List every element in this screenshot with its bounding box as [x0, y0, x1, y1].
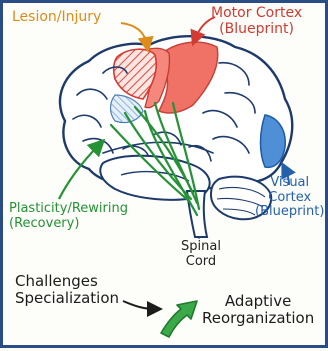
motor-cortex-subtitle: (Blueprint)	[211, 22, 302, 38]
challenges-line1: Challenges	[15, 273, 119, 290]
motor-cortex-label: Motor Cortex (Blueprint)	[211, 6, 302, 37]
challenges-label: Challenges Specialization	[15, 273, 119, 307]
challenges-arrow	[123, 301, 155, 309]
visual-cortex-line2: Cortex	[255, 191, 324, 206]
plasticity-subtitle: (Recovery)	[9, 217, 128, 232]
adaptive-label: Adaptive Reorganization	[202, 293, 314, 327]
lesion-text: Lesion/Injury	[12, 10, 101, 26]
spinal-cord-line1: Spinal	[181, 240, 221, 255]
lesion-label: Lesion/Injury	[12, 10, 101, 26]
lesion-arrow	[121, 23, 147, 45]
visual-cortex-label: Visual Cortex (Blueprint)	[255, 176, 324, 220]
spinal-cord-label: Spinal Cord	[181, 240, 221, 269]
spinal-cord-line2: Cord	[181, 255, 221, 270]
plasticity-title: Plasticity/Rewiring	[9, 202, 128, 217]
plasticity-label: Plasticity/Rewiring (Recovery)	[9, 202, 128, 231]
challenges-line2: Specialization	[15, 290, 119, 307]
adaptive-line1: Adaptive	[202, 293, 314, 310]
visual-cortex-line3: (Blueprint)	[255, 205, 324, 220]
reorganization-arrow	[161, 301, 197, 337]
motor-cortex-title: Motor Cortex	[211, 6, 302, 22]
adaptive-line2: Reorganization	[202, 310, 314, 327]
visual-cortex-line1: Visual	[255, 176, 324, 191]
